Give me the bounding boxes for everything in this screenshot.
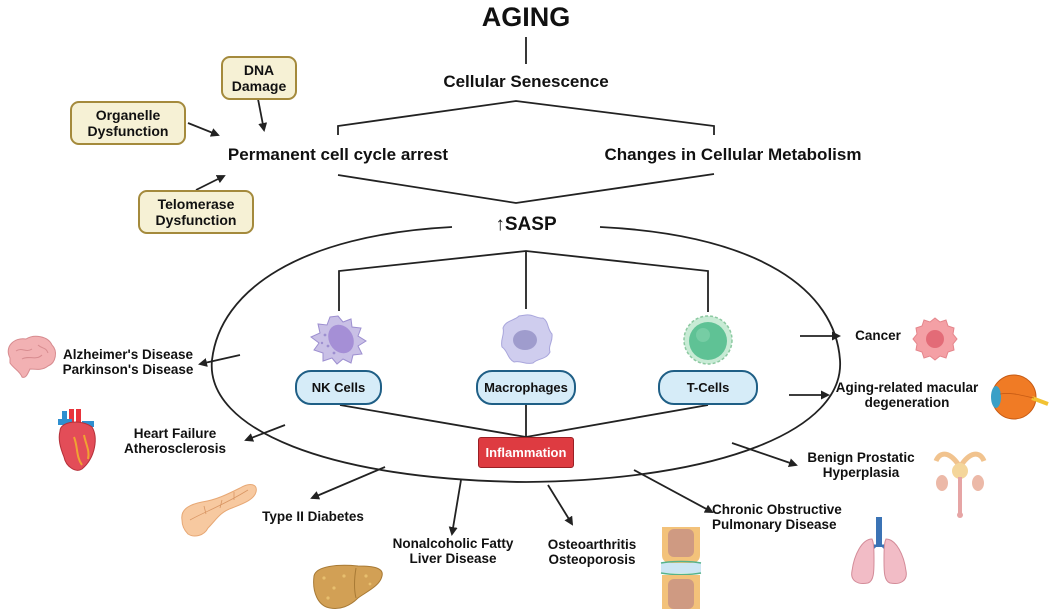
arrow-prostate [731, 442, 798, 467]
disease-line2: Pulmonary Disease [712, 517, 837, 533]
disease-line1: Aging-related macular [835, 380, 979, 395]
t-cells-pill: T-Cells [658, 370, 758, 405]
disease-bone-joint: Osteoarthritis Osteoporosis [542, 537, 642, 567]
cellular-senescence-label: Cellular Senescence [443, 72, 609, 91]
disease-copd: Chronic Obstructive Pulmonary Disease [712, 502, 852, 532]
disease-cancer: Cancer [848, 328, 908, 343]
disease-amd: Aging-related macular degeneration [832, 380, 982, 410]
brain-icon [7, 335, 56, 378]
arrow-bone [547, 484, 574, 526]
cause-line2: Damage [231, 78, 287, 94]
cause-line2: Dysfunction [87, 123, 169, 139]
cause-line2: Dysfunction [155, 212, 237, 228]
organelle-arrow [187, 122, 220, 137]
aging-title: AGING [481, 2, 571, 32]
cells-to-inflammation-lines [339, 404, 709, 438]
disease-line1: Benign Prostatic [807, 450, 915, 465]
disease-line2: Parkinson's Disease [62, 362, 194, 378]
sasp-ellipse [210, 226, 841, 483]
arrow-diabetes [310, 466, 386, 500]
joint-icon [660, 527, 702, 609]
disease-line1: Chronic Obstructive [712, 502, 842, 517]
pancreas-icon [181, 484, 257, 537]
disease-line1: Nonalcoholic Fatty [392, 536, 514, 551]
disease-line2: Liver Disease [409, 551, 497, 567]
disease-bph: Benign Prostatic Hyperplasia [798, 450, 924, 480]
arrow-neuro [198, 354, 241, 367]
disease-line2: Atherosclerosis [123, 441, 227, 457]
macrophage-icon [501, 314, 553, 364]
lungs-icon [851, 517, 907, 584]
macrophages-pill: Macrophages [476, 370, 576, 405]
disease-line2: Hyperplasia [822, 465, 900, 481]
heart-icon [58, 409, 96, 471]
disease-line2: degeneration [864, 395, 950, 411]
disease-line1: Type II Diabetes [262, 509, 364, 524]
telomerase-arrow [195, 175, 226, 191]
arrow-heart [244, 424, 286, 442]
cause-line1: DNA [243, 61, 275, 78]
sasp-label: ↑SASP [470, 214, 582, 235]
nk-cells-pill: NK Cells [295, 370, 382, 405]
cell-cycle-arrest-label: Permanent cell cycle arrest [227, 145, 449, 164]
cause-line1: Organelle [95, 106, 161, 123]
nk-cell-icon [310, 315, 367, 365]
senescence-split-bracket [337, 100, 715, 135]
sasp-to-cells-tree [338, 250, 709, 312]
disease-type2-diabetes: Type II Diabetes [253, 509, 373, 524]
inflammation-box: Inflammation [478, 437, 574, 468]
prostate-icon [933, 451, 987, 518]
t-cell-icon [683, 315, 733, 365]
disease-line1: Osteoarthritis [547, 537, 637, 552]
dna-damage-arrow [257, 98, 268, 132]
disease-neurodegenerative: Alzheimer's Disease Parkinson's Disease [58, 347, 198, 377]
arrow-copd [633, 469, 714, 513]
liver-icon [313, 564, 383, 609]
disease-line1: Heart Failure [133, 426, 217, 441]
disease-line2: Osteoporosis [548, 552, 636, 568]
cause-line1: Telomerase [157, 195, 235, 212]
branches-merge-line [337, 173, 715, 204]
disease-nafld: Nonalcoholic Fatty Liver Disease [383, 536, 523, 566]
sasp-text: SASP [504, 214, 557, 235]
cancer-cell-icon [912, 317, 958, 361]
disease-line1: Alzheimer's Disease [62, 347, 194, 362]
arrow-liver [448, 479, 462, 536]
up-arrow-icon: ↑ [495, 214, 505, 235]
eye-icon [991, 374, 1049, 420]
disease-cardiovascular: Heart Failure Atherosclerosis [115, 426, 235, 456]
disease-line1: Cancer [855, 328, 901, 343]
cellular-metabolism-label: Changes in Cellular Metabolism [604, 145, 862, 164]
